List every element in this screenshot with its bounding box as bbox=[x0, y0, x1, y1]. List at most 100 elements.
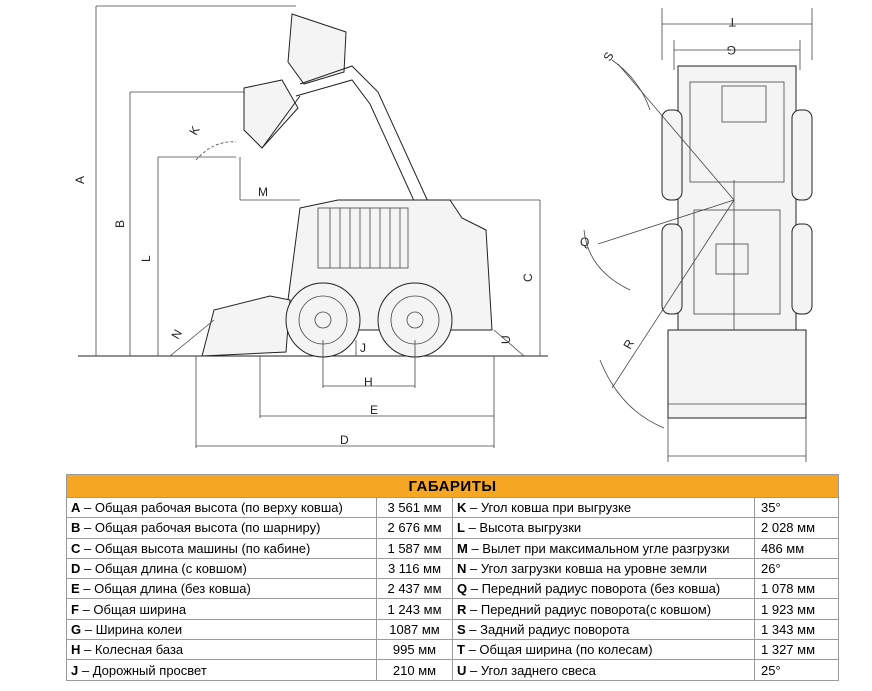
label-A: A bbox=[73, 176, 87, 184]
param-cell: E – Общая длина (без ковша) bbox=[66, 578, 377, 600]
param-cell: M – Вылет при максимальном угле разгрузк… bbox=[452, 537, 755, 559]
value-cell: 1 923 мм bbox=[753, 598, 840, 620]
param-value: 1 078 мм bbox=[761, 581, 816, 597]
param-code: K bbox=[457, 500, 467, 516]
side-view: A B L M K C N J U H E D bbox=[73, 5, 548, 448]
param-code: D bbox=[71, 561, 81, 577]
value-cell: 1 243 мм bbox=[376, 598, 453, 620]
param-value: 2 676 мм bbox=[387, 520, 442, 536]
dimension-drawing: A B L M K C N J U H E D bbox=[73, 5, 813, 470]
param-value: 1 343 мм bbox=[761, 621, 816, 637]
param-value: 210 мм bbox=[392, 662, 437, 678]
top-view: T G S Q R F bbox=[580, 8, 813, 470]
param-label: – Задний радиус поворота bbox=[465, 621, 630, 637]
param-code: B bbox=[71, 520, 81, 536]
value-cell: 486 мм bbox=[753, 537, 840, 559]
param-code: N bbox=[457, 561, 467, 577]
value-cell: 25° bbox=[753, 659, 840, 681]
param-value: 26° bbox=[761, 561, 781, 577]
param-value: 1 327 мм bbox=[761, 642, 816, 658]
value-cell: 2 437 мм bbox=[376, 578, 453, 600]
value-cell: 1 587 мм bbox=[376, 537, 453, 559]
param-code: A bbox=[71, 500, 81, 516]
param-value: 1 923 мм bbox=[761, 601, 816, 617]
param-label: – Общая ширина bbox=[78, 601, 187, 617]
param-cell: U – Угол заднего свеса bbox=[452, 659, 755, 681]
label-M: M bbox=[258, 185, 268, 199]
label-U: U bbox=[499, 335, 513, 344]
value-cell: 1087 мм bbox=[376, 618, 453, 641]
param-label: – Передний радиус поворота (без ковша) bbox=[467, 581, 721, 597]
param-label: – Высота выгрузки bbox=[464, 520, 582, 536]
param-label: – Общая ширина (по колесам) bbox=[464, 642, 653, 658]
label-C: C bbox=[521, 273, 535, 282]
label-F: F bbox=[733, 467, 740, 470]
table-row: E – Общая длина (без ковша) 2 437 мм Q – П… bbox=[66, 578, 840, 600]
param-label: – Общая рабочая высота (по шарниру) bbox=[80, 520, 321, 536]
label-K: K bbox=[186, 124, 202, 138]
param-cell: J – Дорожный просвет bbox=[66, 659, 377, 681]
param-cell: A – Общая рабочая высота (по верху ковша… bbox=[66, 496, 377, 519]
param-value: 3 561 мм bbox=[387, 500, 442, 516]
label-J: J bbox=[360, 341, 366, 355]
param-value: 1 243 мм bbox=[387, 601, 442, 617]
dimensions-table: ГАБАРИТЫ A – Общая рабочая высота (по ве… bbox=[65, 474, 840, 681]
param-cell: R – Передний радиус поворота(с ковшом) bbox=[452, 598, 755, 620]
label-B: B bbox=[113, 220, 127, 228]
label-T: T bbox=[728, 15, 736, 29]
param-cell: H – Колесная база bbox=[66, 639, 377, 661]
param-label: – Общая длина (с ковшом) bbox=[80, 561, 247, 577]
param-cell: G – Ширина колеи bbox=[66, 618, 377, 641]
table-header-row: ГАБАРИТЫ bbox=[65, 474, 840, 498]
value-cell: 2 028 мм bbox=[753, 517, 840, 539]
table-row: J – Дорожный просвет 210 мм U – Угол задне… bbox=[66, 659, 840, 681]
param-code: C bbox=[71, 540, 81, 556]
param-label: – Колесная база bbox=[80, 642, 184, 658]
label-L: L bbox=[139, 255, 153, 262]
value-cell: 1 078 мм bbox=[753, 578, 840, 600]
param-code: Q bbox=[457, 581, 468, 597]
param-code: E bbox=[71, 581, 80, 597]
value-cell: 1 343 мм bbox=[753, 618, 840, 641]
param-cell: L – Высота выгрузки bbox=[452, 517, 755, 539]
param-label: – Общая длина (без ковша) bbox=[79, 581, 251, 597]
param-label: – Угол заднего свеса bbox=[466, 662, 596, 678]
param-cell: F – Общая ширина bbox=[66, 598, 377, 620]
label-D: D bbox=[340, 433, 349, 447]
label-Q: Q bbox=[580, 235, 589, 249]
table-row: A – Общая рабочая высота (по верху ковша… bbox=[66, 496, 840, 519]
label-G: G bbox=[727, 43, 736, 57]
label-N: N bbox=[168, 327, 184, 342]
param-label: – Вылет при максимальном угле разгрузки bbox=[467, 540, 730, 556]
value-cell: 3 561 мм bbox=[376, 496, 453, 519]
value-cell: 210 мм bbox=[376, 659, 453, 681]
table-title: ГАБАРИТЫ bbox=[65, 474, 840, 498]
param-label: – Ширина колеи bbox=[81, 621, 183, 637]
value-cell: 995 мм bbox=[376, 639, 453, 661]
param-value: 486 мм bbox=[761, 540, 805, 556]
param-cell: B – Общая рабочая высота (по шарниру) bbox=[66, 517, 377, 539]
table-row: B – Общая рабочая высота (по шарниру) 2 6… bbox=[66, 517, 840, 539]
table-row: C – Общая высота машины (по кабине)1 587… bbox=[66, 537, 840, 559]
label-R: R bbox=[620, 337, 637, 352]
param-cell: S – Задний радиус поворота bbox=[452, 618, 755, 641]
param-code: R bbox=[457, 601, 467, 617]
value-cell: 35° bbox=[753, 496, 840, 519]
param-cell: Q – Передний радиус поворота (без ковша) bbox=[452, 578, 755, 600]
param-code: M bbox=[457, 540, 468, 556]
param-cell: N – Угол загрузки ковша на уровне земли bbox=[452, 557, 755, 580]
param-value: 2 437 мм bbox=[387, 581, 442, 597]
param-label: – Угол загрузки ковша на уровне земли bbox=[466, 561, 707, 577]
param-cell: D – Общая длина (с ковшом) bbox=[66, 557, 377, 580]
param-code: U bbox=[457, 662, 467, 678]
label-H: H bbox=[364, 375, 373, 389]
param-code: H bbox=[71, 642, 81, 658]
param-code: L bbox=[457, 520, 465, 536]
param-code: G bbox=[71, 621, 82, 637]
param-cell: C – Общая высота машины (по кабине) bbox=[66, 537, 377, 559]
param-label: – Передний радиус поворота(с ковшом) bbox=[466, 601, 712, 617]
param-label: – Дорожный просвет bbox=[78, 662, 207, 678]
param-value: 995 мм bbox=[392, 642, 437, 658]
